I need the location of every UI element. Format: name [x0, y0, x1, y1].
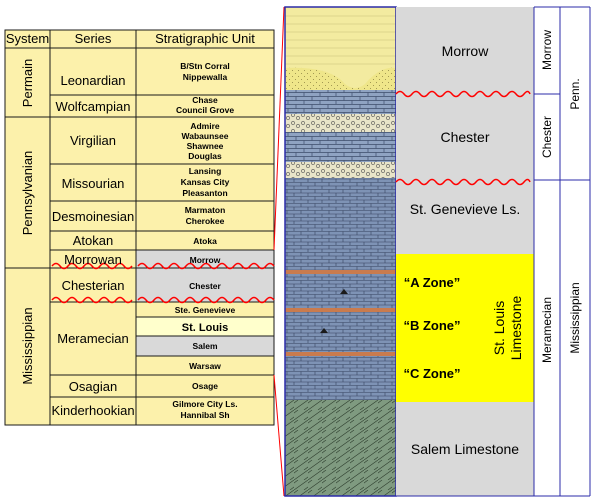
a-zone-label: “A Zone”: [404, 275, 461, 290]
unit-chase: Chase: [192, 95, 218, 105]
formation-morrow: Morrow: [442, 43, 490, 59]
formation-salem-limestone: Salem Limestone: [411, 441, 519, 457]
column-lines: [396, 6, 591, 497]
chester-limestone-upper: [285, 90, 396, 114]
header-series: Series: [75, 31, 112, 46]
series-kinderhookian: Kinderhookian: [51, 403, 134, 418]
unit-marmaton: Marmaton: [185, 205, 226, 215]
label-meramecian: Meramecian: [540, 297, 554, 363]
unit-b-stn-corral: B/Stn Corral: [180, 61, 230, 71]
chester-row-fill: [136, 268, 274, 302]
series-leonardian: Leonardian: [60, 73, 125, 88]
unit-gilmore-city: Gilmore City Ls.: [172, 399, 237, 409]
series-osagian: Osagian: [69, 379, 117, 394]
system-pennsylvanian: Pennsylvanian: [20, 151, 35, 236]
unit-douglas: Douglas: [188, 151, 222, 161]
chester-oolite-band: [285, 114, 396, 132]
header-background: [5, 30, 274, 48]
series-virgilian: Virgilian: [70, 133, 116, 148]
morrow-channel-sand: [285, 67, 396, 90]
unit-salem: Salem: [192, 341, 217, 351]
unit-ste-genevieve: Ste. Genevieve: [175, 305, 236, 315]
st-louis-row-fill: [136, 317, 274, 336]
formation-column-background: [396, 7, 534, 496]
unit-morrow: Morrow: [190, 255, 221, 265]
unit-admire: Admire: [190, 121, 220, 131]
unit-cherokee: Cherokee: [186, 216, 225, 226]
morrow-shale-lines: [285, 15, 396, 65]
label-chester: Chester: [540, 116, 554, 158]
series-wolfcampian: Wolfcampian: [56, 99, 131, 114]
series-desmoinesian: Desmoinesian: [52, 209, 134, 224]
header-stratigraphic-unit: Stratigraphic Unit: [155, 31, 255, 46]
series-missourian: Missourian: [62, 176, 125, 191]
b-zone-band: [285, 308, 396, 312]
formation-st-genevieve: St. Genevieve Ls.: [410, 201, 521, 217]
unit-kansas-city: Kansas City: [181, 177, 230, 187]
unit-hannibal-sh: Hannibal Sh: [180, 410, 229, 420]
unit-nippewalla: Nippewalla: [183, 72, 228, 82]
chester-oolite-band-lower: [285, 162, 396, 178]
b-zone-label: “B Zone”: [403, 318, 460, 333]
zoom-line-top: [273, 6, 285, 251]
unconformity-chester-meramecian: [395, 178, 531, 186]
salem-limestone-layer: [285, 400, 396, 496]
st-louis-highlight: [396, 254, 534, 402]
a-zone-band: [285, 270, 396, 274]
genevieve-st-louis-limestone: [285, 178, 396, 400]
label-morrow: Morrow: [540, 30, 554, 70]
st-louis-limestone-line2: Limestone: [508, 295, 524, 360]
chester-limestone-lower: [285, 132, 396, 162]
system-mississippian: Mississippian: [20, 307, 35, 384]
unconformity-morrow-chester: [395, 90, 531, 98]
series-morrowan: Morrowan: [64, 252, 122, 267]
formation-chester: Chester: [440, 129, 489, 145]
unconformity-line: [51, 296, 133, 304]
system-permian: Permain: [20, 59, 35, 107]
header-system: System: [6, 31, 49, 46]
c-zone-label: “C Zone”: [403, 366, 460, 381]
unit-shawnee: Shawnee: [187, 141, 224, 151]
unit-wabaunsee: Wabaunsee: [182, 131, 229, 141]
stratigraphic-table: System Series Stratigraphic Unit Permain…: [4, 29, 275, 426]
series-chesterian: Chesterian: [62, 278, 125, 293]
unconformity-line: [137, 262, 275, 270]
unit-osage: Osage: [192, 381, 218, 391]
zoom-line-bottom: [273, 374, 285, 497]
salem-row-fill: [136, 336, 274, 356]
unit-atoka: Atoka: [193, 236, 217, 246]
lithologic-column: [284, 6, 397, 497]
label-penn: Penn.: [568, 78, 582, 109]
unconformity-line: [137, 296, 275, 304]
unit-lansing: Lansing: [189, 166, 222, 176]
unit-pleasanton: Pleasanton: [182, 188, 227, 198]
unit-chester: Chester: [189, 281, 221, 291]
st-louis-limestone-line1: St. Louis: [491, 301, 507, 355]
series-atokan: Atokan: [73, 233, 113, 248]
description-columns: Morrow Chester St. Genevieve Ls. Salem L…: [395, 6, 591, 497]
unit-council-grove: Council Grove: [176, 105, 234, 115]
c-zone-band: [285, 352, 396, 356]
label-mississippian: Mississippian: [568, 282, 582, 353]
unconformity-line: [51, 262, 133, 270]
unit-st-louis: St. Louis: [182, 322, 228, 334]
series-meramecian: Meramecian: [57, 331, 129, 346]
unit-warsaw: Warsaw: [189, 361, 221, 371]
